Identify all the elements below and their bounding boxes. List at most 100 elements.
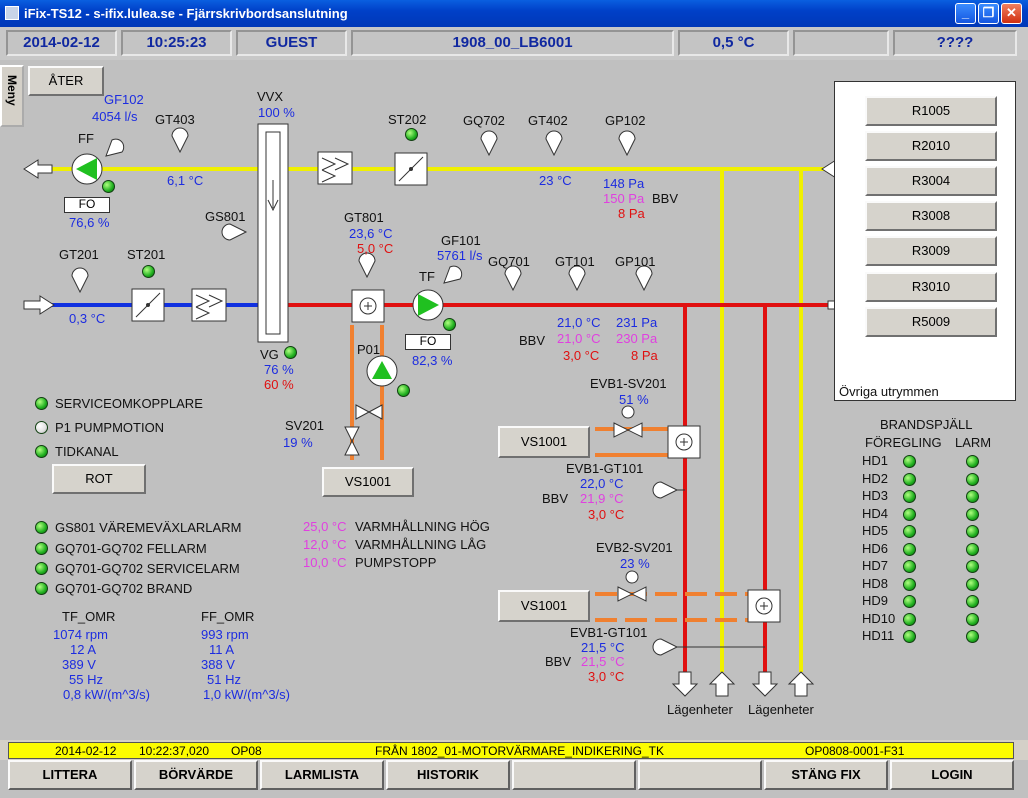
tf-status-led — [443, 318, 456, 331]
maximize-button[interactable]: ❐ — [978, 3, 999, 24]
sensor-gt801 — [358, 252, 376, 279]
fire-damper-label: HD2 — [862, 470, 889, 486]
serviceomkopplare-led — [35, 397, 48, 410]
tf-tag: TF — [419, 269, 435, 284]
setpoint-lag-value: 12,0 °C — [303, 537, 347, 552]
st201-led — [142, 265, 155, 278]
room-r3004-button[interactable]: R3004 — [865, 166, 997, 196]
borvarde-button[interactable]: BÖRVÄRDE — [134, 760, 258, 790]
stang-fix-button[interactable]: STÄNG FIX — [764, 760, 888, 790]
tf-mode[interactable]: FO — [405, 334, 451, 350]
p01-led — [397, 384, 410, 397]
gt201-value: 0,3 °C — [69, 311, 106, 326]
status-date: 2014-02-12 — [55, 744, 117, 758]
foregling-led — [903, 542, 916, 556]
bottom-toolbar: LITTERA BÖRVÄRDE LARMLISTA HISTORIK STÄN… — [0, 760, 1028, 798]
gp101-v3: 8 Pa — [631, 348, 658, 363]
ff-tag: FF — [78, 131, 94, 146]
header-code: ???? — [893, 30, 1017, 56]
gt402-value: 23 °C — [539, 173, 572, 188]
alarm-led — [35, 542, 48, 555]
vs1001-button-b[interactable]: VS1001 — [498, 426, 590, 458]
larmlista-button[interactable]: LARMLISTA — [260, 760, 384, 790]
header-bar: 2014-02-12 10:25:23 GUEST 1908_00_LB6001… — [0, 27, 1028, 60]
app-icon — [5, 6, 19, 20]
outdoor-filter — [191, 288, 227, 322]
gt402-tag: GT402 — [528, 113, 568, 128]
empty-button-2[interactable] — [638, 760, 762, 790]
p1-pumpmotion-led — [35, 421, 48, 434]
gf101-tag: GF101 — [441, 233, 481, 248]
vg-tag: VG — [260, 347, 279, 362]
ff-mode[interactable]: FO — [64, 197, 110, 213]
header-empty — [793, 30, 889, 56]
ff-omr-hz: 51 Hz — [207, 672, 241, 687]
gt101-v2: 21,0 °C — [557, 331, 601, 346]
gt403-tag: GT403 — [155, 112, 195, 127]
login-button[interactable]: LOGIN — [890, 760, 1014, 790]
fire-damper-label: HD9 — [862, 593, 889, 608]
fire-damper-label: HD5 — [862, 523, 889, 538]
room-r2010-button[interactable]: R2010 — [865, 131, 997, 161]
close-button[interactable]: ✕ — [1001, 3, 1022, 24]
setpoint-pumpstopp-value: 10,0 °C — [303, 555, 347, 570]
vs1001-button-a[interactable]: VS1001 — [322, 467, 414, 497]
process-diagram — [23, 123, 859, 697]
evb2-gt-v2: 21,5 °C — [581, 654, 625, 669]
st202-tag: ST202 — [388, 112, 427, 127]
larm-header: LARM — [955, 435, 992, 450]
ff-status-led — [102, 180, 115, 193]
littera-button[interactable]: LITTERA — [8, 760, 132, 790]
room-r5009-button[interactable]: R5009 — [865, 307, 997, 337]
rooms-panel: R1005 R2010 R3004 R3008 R3009 R3010 R500… — [834, 81, 1016, 401]
back-button[interactable]: ÅTER — [28, 66, 104, 96]
tidkanal-led — [35, 445, 48, 458]
evb2-sv-tag: EVB2-SV201 — [596, 540, 673, 555]
alarm-brand: GQ701-GQ702 BRAND — [55, 581, 193, 596]
menu-tab[interactable]: Meny — [0, 65, 24, 127]
status-bar: 2014-02-12 10:22:37,020 OP08 FRÅN 1802_0… — [8, 742, 1014, 759]
vs1001-button-c[interactable]: VS1001 — [498, 590, 590, 622]
vg-v1: 76 % — [264, 362, 294, 377]
minimize-button[interactable]: _ — [955, 3, 976, 24]
larm-led — [966, 612, 979, 626]
larm-led — [966, 525, 979, 538]
fire-damper-label: HD4 — [862, 505, 889, 521]
larm-led — [966, 490, 979, 503]
fire-damper-label: HD8 — [862, 575, 889, 591]
foregling-led — [903, 525, 916, 538]
tf-omr-amp: 12 A — [70, 642, 97, 657]
gp101-v2: 230 Pa — [616, 331, 658, 346]
serviceomkopplare-label: SERVICEOMKOPPLARE — [55, 396, 203, 411]
foregling-header: FÖREGLING — [865, 435, 942, 450]
sensor-gq701 — [504, 265, 522, 292]
heating-coil — [351, 289, 385, 323]
room-r3008-button[interactable]: R3008 — [865, 201, 997, 231]
p1-pumpmotion-label: P1 PUMPMOTION — [55, 420, 165, 435]
evb2-gt-tag: EVB1-GT101 — [570, 625, 648, 640]
sensor-gt101 — [568, 265, 586, 292]
sensor-gf102 — [105, 138, 125, 157]
header-object: 1908_00_LB6001 — [351, 30, 674, 56]
foregling-led — [903, 490, 916, 503]
sensor-gp101 — [635, 265, 653, 292]
room-r3009-button[interactable]: R3009 — [865, 236, 997, 266]
evb1-gt-v3: 3,0 °C — [588, 507, 625, 522]
room-r1005-button[interactable]: R1005 — [865, 96, 997, 126]
ff-omr-rpm: 993 rpm — [201, 627, 249, 642]
setpoint-hog-value: 25,0 °C — [303, 519, 347, 534]
status-message: FRÅN 1802_01-MOTORVÄRMARE_INDIKERING_TK — [375, 744, 664, 758]
gp101-tag: GP101 — [615, 254, 656, 269]
tf-omr-hz: 55 Hz — [69, 672, 103, 687]
empty-button-1[interactable] — [512, 760, 636, 790]
room-r3010-button[interactable]: R3010 — [865, 272, 997, 302]
historik-button[interactable]: HISTORIK — [386, 760, 510, 790]
evb2-sv-value: 23 % — [620, 556, 650, 571]
gf102-flow: 4054 l/s — [92, 109, 138, 124]
window-title: iFix-TS12 - s-ifix.lulea.se - Fjärrskriv… — [24, 6, 348, 21]
larm-led — [966, 577, 979, 591]
ff-speed: 76,6 % — [69, 215, 110, 230]
rot-button[interactable]: ROT — [52, 464, 146, 494]
header-outdoor-temp: 0,5 °C — [678, 30, 789, 56]
header-user: GUEST — [236, 30, 347, 56]
